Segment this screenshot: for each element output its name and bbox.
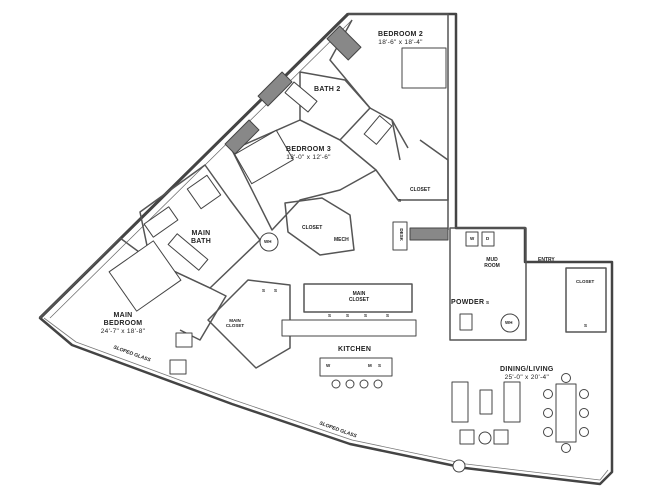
- shelf-s-1: S: [262, 288, 266, 293]
- dryer-label: D: [486, 236, 490, 241]
- main-bedroom-dims: 24'-7" x 18'-8": [100, 328, 146, 336]
- tub-main-bath: [143, 206, 179, 238]
- bed-main: [108, 240, 182, 312]
- bedroom2-dims: 18'-6" x 18'-4": [378, 39, 423, 47]
- powder-label: POWDER: [451, 299, 485, 306]
- shelf-s-3: S: [328, 313, 332, 318]
- lower-circle: [452, 459, 466, 473]
- desk-label: DESK: [398, 228, 404, 241]
- main-bath-label: MAIN BATH: [190, 230, 212, 246]
- shelf-s-5: S: [364, 313, 368, 318]
- mud-room-walls: [449, 227, 527, 341]
- main-bedroom-name: MAIN BEDROOM: [103, 312, 143, 328]
- bed-b3: [234, 129, 294, 185]
- armchair-1: [459, 429, 475, 445]
- washer-label: W: [470, 236, 475, 241]
- shelf-s-9: S: [398, 198, 402, 203]
- entry-label: ENTRY: [538, 257, 555, 263]
- island-m: M: [368, 363, 372, 368]
- washer: [465, 231, 479, 247]
- side-table: [478, 431, 492, 445]
- chair-main-1: [175, 332, 193, 348]
- closet-b3-label: CLOSET: [302, 225, 323, 231]
- glazing-line: [43, 317, 609, 481]
- closet-b2-walls: [375, 139, 449, 201]
- island-s: S: [378, 363, 382, 368]
- bedroom2-name: BEDROOM 2: [378, 31, 424, 38]
- main-closet-left-walls: [207, 279, 291, 369]
- bedroom3-label: BEDROOM 3 13'-0" x 12'-6": [286, 146, 331, 162]
- desk-block: [392, 221, 408, 251]
- closet-b2-label: CLOSET: [410, 187, 431, 193]
- wh-circle: [259, 232, 279, 252]
- kitchen-counter: [281, 319, 417, 337]
- dining-living-label: DINING/LIVING 25'-0" x 20'-4": [500, 366, 554, 382]
- main-closet-top-label: MAIN CLOSET: [348, 291, 370, 303]
- entry-closet-walls: [565, 267, 607, 333]
- vanity-bath2: [363, 115, 393, 145]
- diagonal-inner-line: [49, 19, 353, 319]
- island-stools: [331, 379, 383, 389]
- dining-living-name: DINING/LIVING: [500, 366, 554, 373]
- dryer: [481, 231, 495, 247]
- dining-table: [555, 383, 577, 443]
- shelf-s-7: S: [486, 300, 490, 305]
- bedroom3-name: BEDROOM 3: [286, 146, 332, 153]
- sofa-right: [503, 381, 521, 423]
- mech-label: MECH: [334, 237, 349, 243]
- bedroom3-dims: 13'-0" x 12'-6": [286, 154, 331, 162]
- sofa-left: [451, 381, 469, 423]
- bath2-label: BATH 2: [314, 86, 341, 93]
- dining-living-dims: 25'-0" x 20'-4": [504, 374, 550, 382]
- shelf-s-2: S: [274, 288, 278, 293]
- wh-label-mud: WH: [505, 320, 513, 325]
- kitchen-island: [319, 357, 393, 377]
- powder-toilet: [459, 313, 473, 331]
- coffee-table: [479, 389, 493, 415]
- shelf-s-8: S: [584, 323, 588, 328]
- main-bedroom-walls: [39, 237, 227, 341]
- armchair-2: [493, 429, 509, 445]
- shower-main-bath: [186, 174, 222, 210]
- wall-block-b3: [224, 119, 260, 155]
- shelf-s-6: S: [386, 313, 390, 318]
- vanity-main-bath: [167, 233, 209, 271]
- wall-block-bath2: [257, 71, 293, 107]
- bath2-walls: [299, 71, 371, 141]
- island-w: W: [326, 363, 331, 368]
- closet-mech-walls: [284, 197, 355, 256]
- mud-room-label: MUD ROOM: [484, 257, 500, 269]
- closet-entry-label: CLOSET: [576, 279, 595, 284]
- chair-main-2: [169, 359, 187, 375]
- wardrobe-b2: [326, 25, 362, 61]
- core-wall: [409, 227, 449, 241]
- dining-chairs: [543, 373, 589, 453]
- main-closet-left-label: MAIN CLOSET: [225, 318, 245, 329]
- main-bedroom-label: MAIN BEDROOM 24'-7" x 18'-8": [100, 312, 146, 336]
- shelf-s-4: S: [346, 313, 350, 318]
- main-closet-top: [303, 283, 413, 313]
- wh-label-bath: WH: [264, 239, 272, 244]
- wh-mud-circle: [500, 313, 520, 333]
- bed-b2: [401, 47, 447, 89]
- bedroom2-label: BEDROOM 2 18'-6" x 18'-4": [378, 31, 423, 47]
- kitchen-label: KITCHEN: [338, 346, 372, 353]
- bedroom3-walls: [231, 119, 377, 231]
- tub-bath2: [284, 81, 318, 113]
